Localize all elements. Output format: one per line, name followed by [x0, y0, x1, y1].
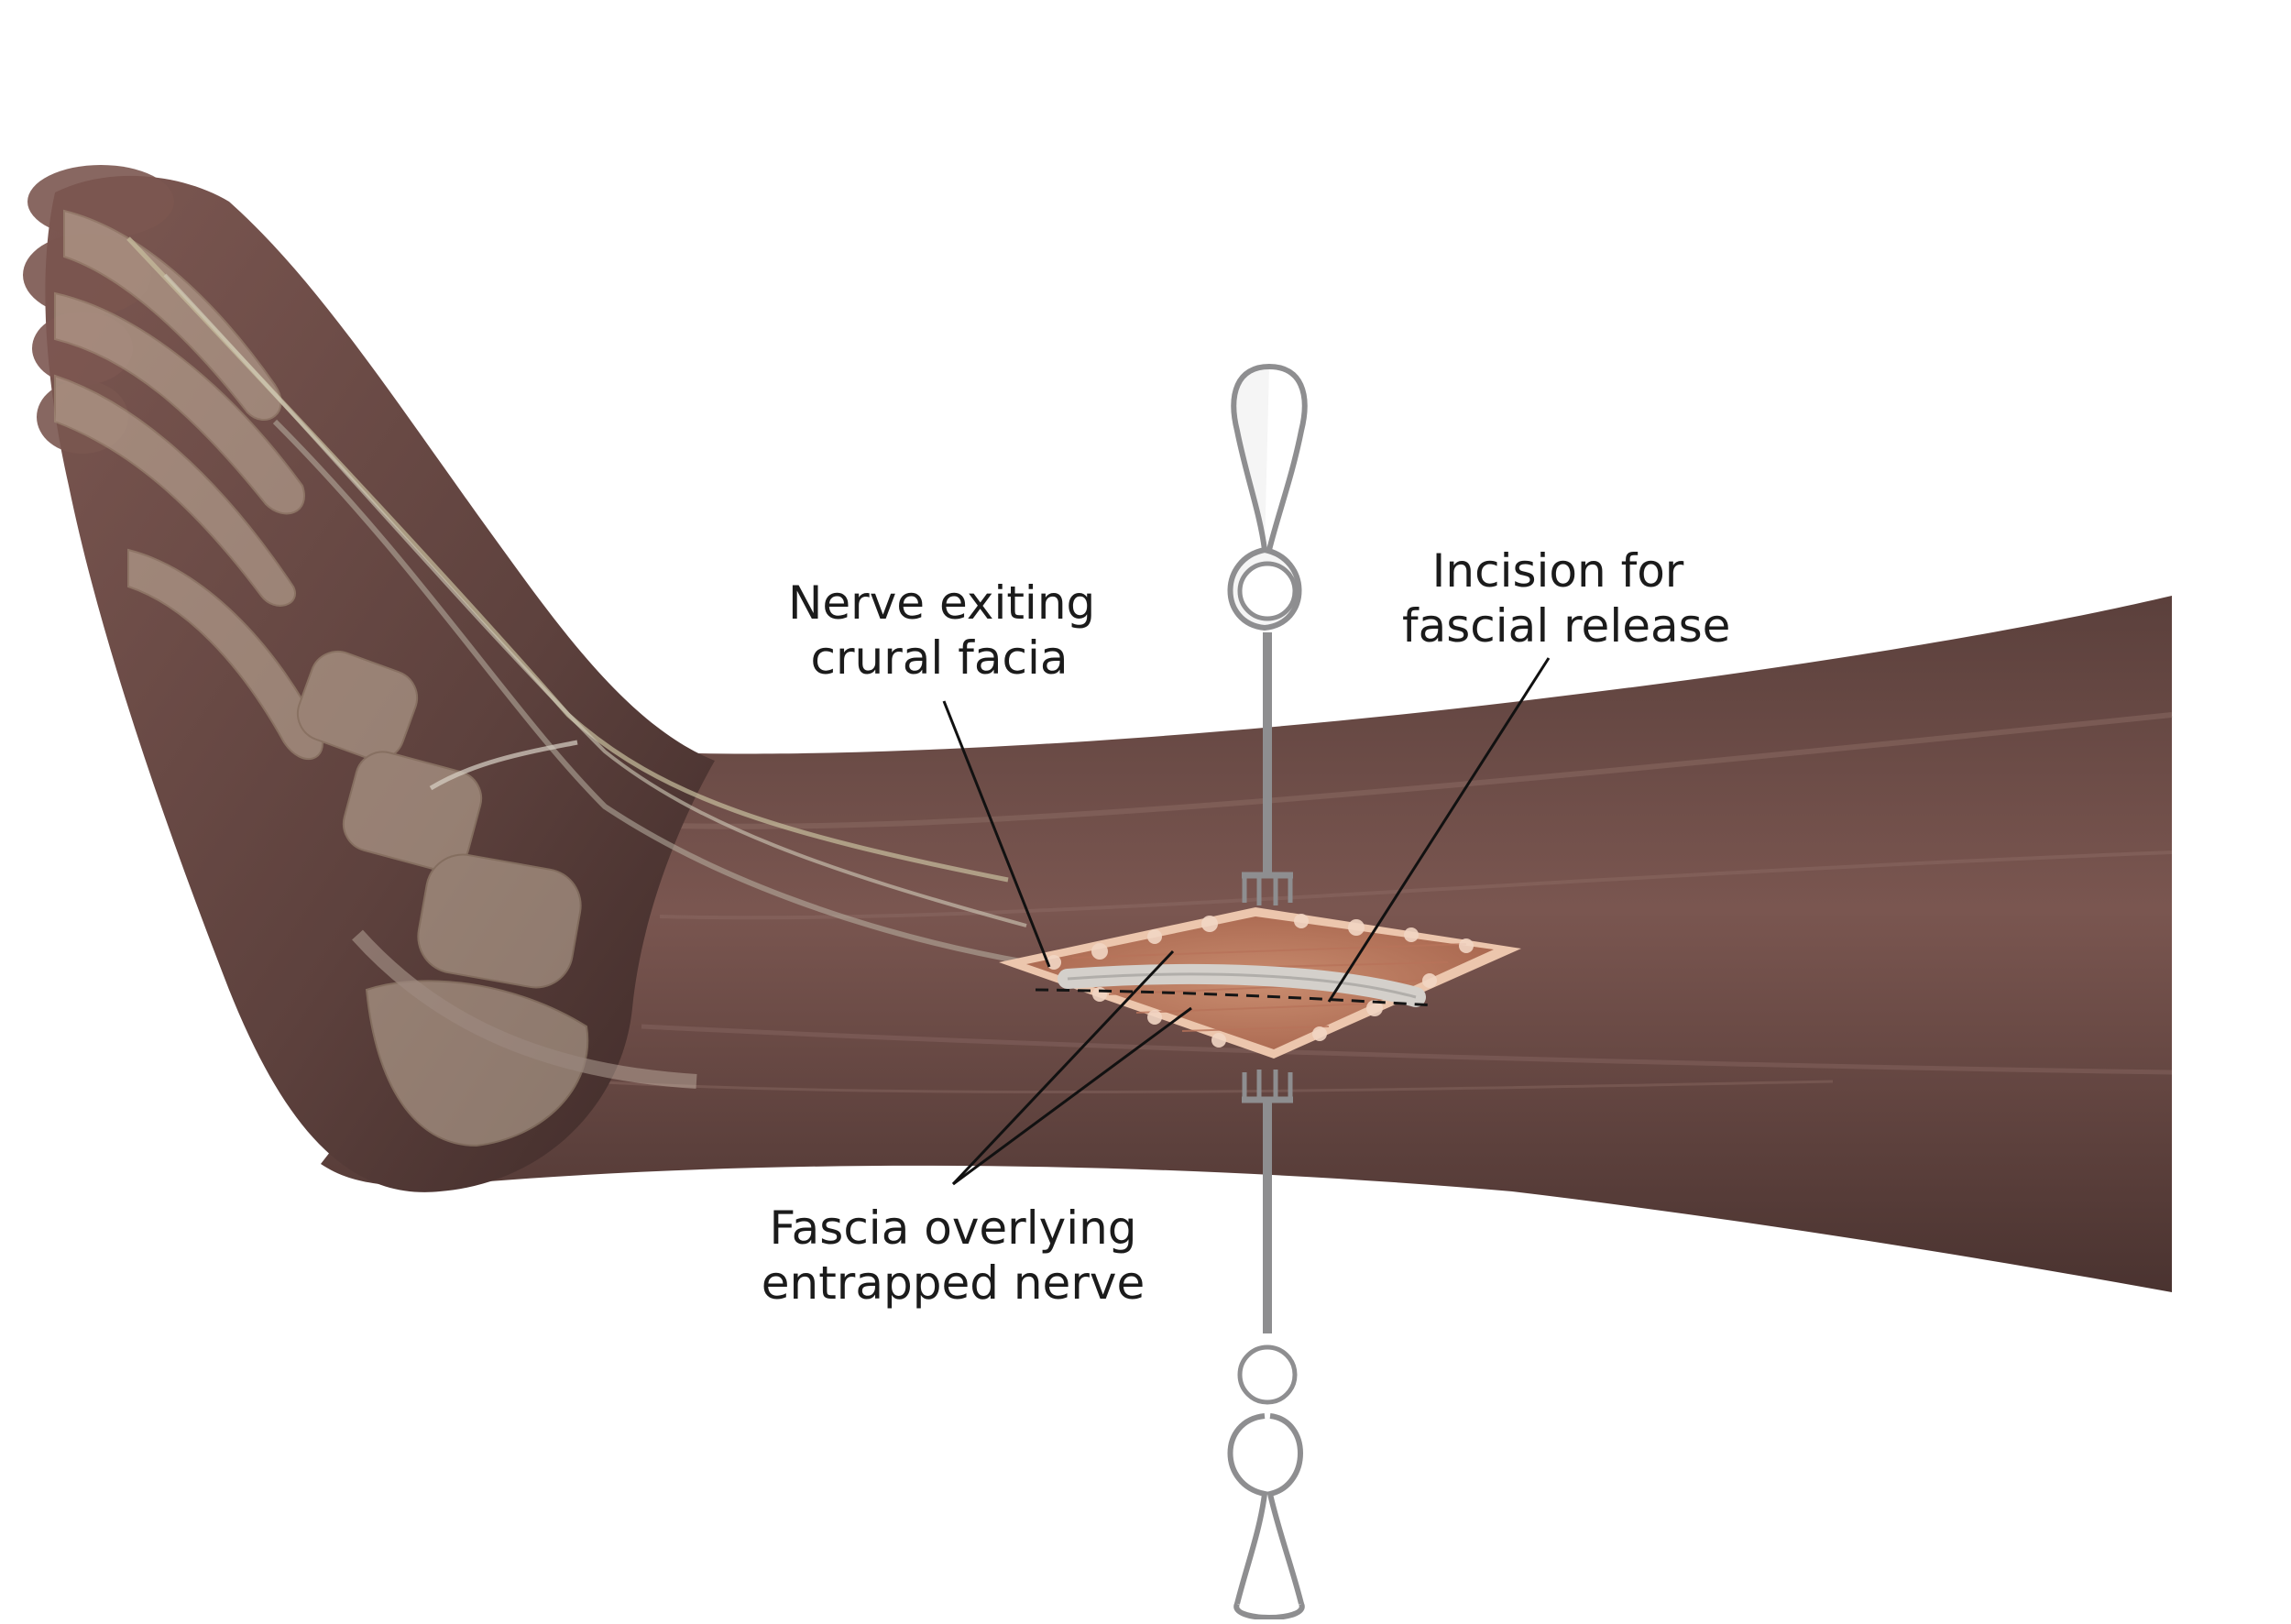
label-nerve-exiting: Nerve exiting crural facia: [788, 576, 1096, 686]
label-incision-line2: fascial release: [1402, 599, 1731, 653]
retractor-bottom: [1227, 1070, 1305, 1620]
label-fascia-overlying: Fascia overlying entrapped nerve: [761, 1201, 1146, 1311]
label-nerve-exiting-line1: Nerve exiting: [788, 576, 1096, 630]
label-fascia-overlying-line2: entrapped nerve: [761, 1256, 1146, 1310]
leader-nerve-exiting: [942, 700, 1051, 968]
label-incision: Incision for fascial release: [1402, 543, 1731, 653]
label-nerve-exiting-line2: crural facia: [810, 631, 1069, 685]
leader-fascia-1: [951, 949, 1175, 1186]
leader-fascia-2: [952, 1006, 1192, 1186]
nerves: [126, 236, 1027, 965]
leader-incision: [1327, 657, 1551, 1003]
label-incision-line1: Incision for: [1431, 544, 1684, 598]
foot-bones: [54, 209, 697, 1147]
incision-site: [999, 907, 1521, 1059]
label-fascia-overlying-line1: Fascia overlying: [769, 1202, 1137, 1255]
retractor-top: [1227, 364, 1308, 905]
leader-lines: [942, 657, 1551, 1186]
